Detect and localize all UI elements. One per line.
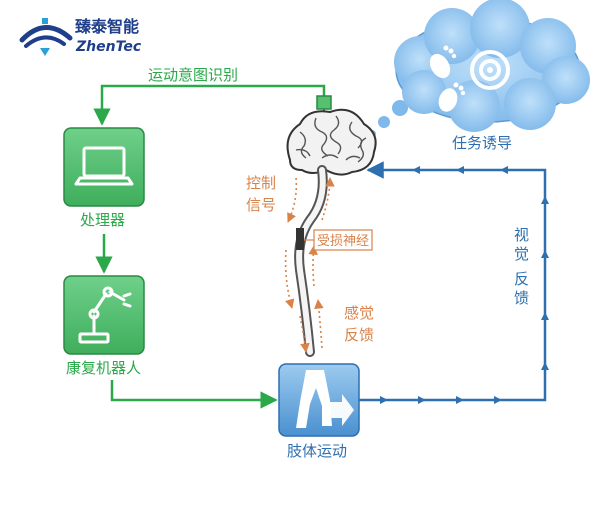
control-signal-arrows xyxy=(284,177,310,353)
processor-box xyxy=(63,127,145,207)
walking-legs-icon xyxy=(296,370,354,428)
svg-text:馈: 馈 xyxy=(514,289,529,307)
intent-label: 运动意图识别 xyxy=(148,66,238,84)
logo: 臻泰智能 ZhenTec xyxy=(19,17,142,56)
motion-label: 肢体运动 xyxy=(287,442,347,460)
intent-path xyxy=(93,84,332,126)
visual-feedback-loop xyxy=(359,161,549,404)
robot-to-motion-arrow xyxy=(110,380,278,409)
svg-text:信号: 信号 xyxy=(246,196,276,214)
processor-label: 处理器 xyxy=(80,211,125,229)
logo-cn: 臻泰智能 xyxy=(75,17,139,36)
control-signal-label: 控制 信号 xyxy=(246,174,276,214)
visual-feedback-label: 视 觉 反 馈 xyxy=(514,226,529,307)
motion-box xyxy=(278,363,360,437)
damaged-segment xyxy=(296,228,304,250)
robot-arm-icon xyxy=(78,286,132,344)
damaged-nerve-callout: 受损神经 xyxy=(304,229,373,251)
logo-en: ZhenTec xyxy=(75,39,142,55)
spinal-cord xyxy=(294,165,328,357)
laptop-icon xyxy=(74,146,134,186)
robot-label: 康复机器人 xyxy=(66,359,141,377)
svg-text:感觉: 感觉 xyxy=(344,304,374,322)
eeg-sensor-icon xyxy=(316,95,332,110)
svg-text:觉: 觉 xyxy=(514,245,529,263)
task-cloud xyxy=(368,0,590,138)
damaged-nerve-label: 受损神经 xyxy=(317,234,369,249)
robot-box xyxy=(63,275,145,355)
task-label: 任务诱导 xyxy=(452,134,512,152)
svg-text:反: 反 xyxy=(514,270,529,288)
brain-icon xyxy=(286,108,377,176)
sensory-feedback-label: 感觉 反馈 xyxy=(344,304,374,344)
logo-mark-icon xyxy=(19,18,73,56)
footprints-target-icon xyxy=(429,45,510,112)
svg-text:控制: 控制 xyxy=(246,174,276,192)
svg-text:反馈: 反馈 xyxy=(344,326,374,344)
svg-text:视: 视 xyxy=(514,226,529,244)
